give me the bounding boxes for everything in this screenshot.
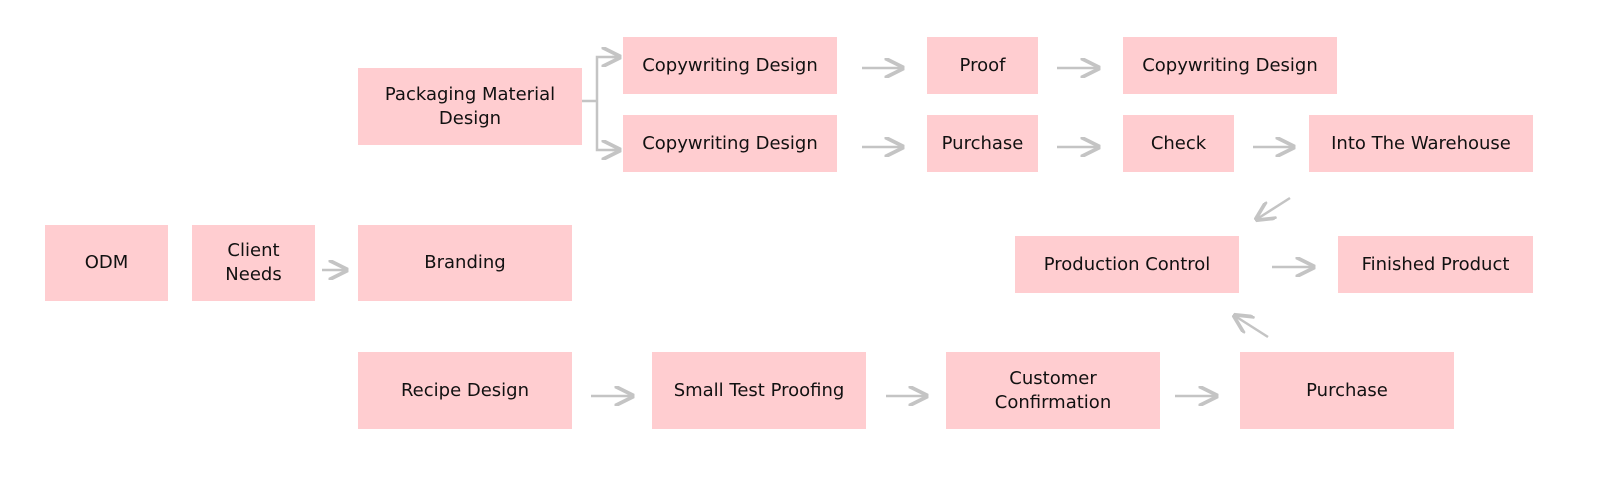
node-customer-confirmation: Customer Confirmation (946, 352, 1160, 429)
branch-connector (582, 55, 618, 152)
node-production-control: Production Control (1015, 236, 1239, 293)
node-purchase-1: Purchase (927, 115, 1038, 172)
node-client-needs: Client Needs (192, 225, 315, 301)
node-copywriting-design-3: Copywriting Design (1123, 37, 1337, 94)
node-packaging-material-design: Packaging Material Design (358, 68, 582, 145)
node-copywriting-design-1: Copywriting Design (623, 37, 837, 94)
node-proof: Proof (927, 37, 1038, 94)
node-branding: Branding (358, 225, 572, 301)
arrow (1235, 316, 1269, 339)
node-small-test-proofing: Small Test Proofing (652, 352, 866, 429)
node-odm: ODM (45, 225, 168, 301)
node-finished-product: Finished Product (1338, 236, 1533, 293)
node-into-the-warehouse: Into The Warehouse (1309, 115, 1533, 172)
node-recipe-design: Recipe Design (358, 352, 572, 429)
node-check: Check (1123, 115, 1234, 172)
arrow (1257, 196, 1291, 219)
node-purchase-2: Purchase (1240, 352, 1454, 429)
node-copywriting-design-2: Copywriting Design (623, 115, 837, 172)
